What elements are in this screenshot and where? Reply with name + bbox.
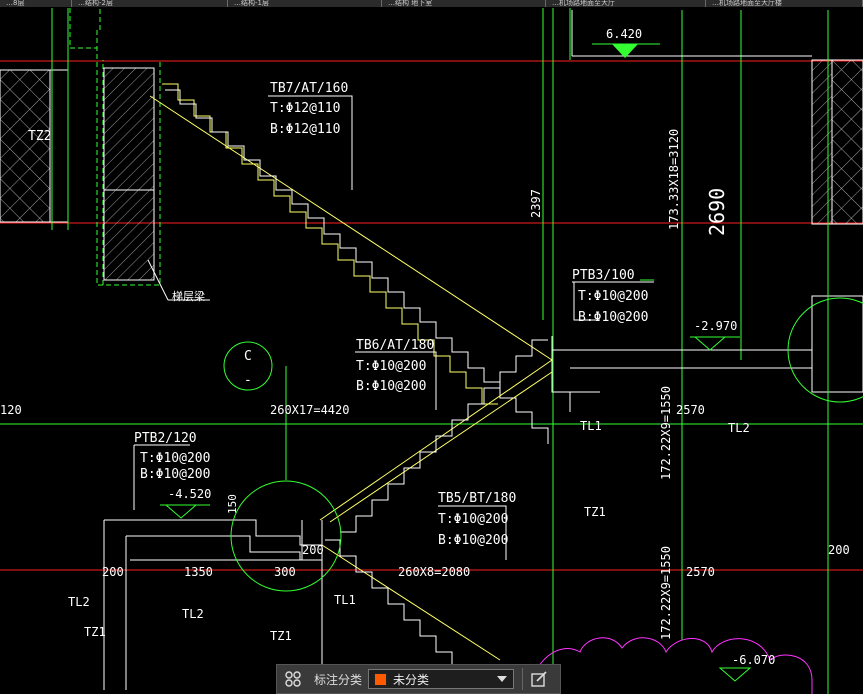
label-tz1-a: TZ1 bbox=[584, 505, 606, 519]
label-dim-3120: 173.33X18=3120 bbox=[667, 129, 681, 230]
stair-flight-tb7-steps bbox=[165, 89, 549, 444]
label-tb5-bot: B:Φ10@200 bbox=[438, 533, 508, 548]
label-tb7-top: T:Φ12@110 bbox=[270, 101, 340, 116]
label-elev-m2970: -2.970 bbox=[694, 319, 737, 333]
label-dim-1350: 1350 bbox=[184, 565, 213, 579]
label-dim-200a: 200 bbox=[102, 565, 124, 579]
tab-3[interactable]: …结构 地下室 bbox=[382, 0, 546, 7]
chevron-down-icon bbox=[497, 676, 508, 682]
label-elev-m4520: -4.520 bbox=[168, 487, 211, 501]
label-elev-top: 6.420 bbox=[606, 27, 642, 41]
label-tz2: TZ2 bbox=[28, 129, 51, 144]
vertical-guides bbox=[51, 8, 829, 694]
tab-4[interactable]: …机场路地面至大厅 bbox=[546, 0, 706, 7]
label-dim-200c: 200 bbox=[828, 543, 850, 557]
label-tl2-c: TL2 bbox=[182, 607, 204, 621]
stair-flight-tb5-steps bbox=[325, 539, 468, 669]
slab-lines bbox=[103, 10, 813, 690]
label-dim-4420: 260X17=4420 bbox=[270, 403, 349, 417]
label-dim-2080: 260X8=2080 bbox=[398, 565, 470, 579]
annotation-toolbar: 标注分类 未分类 bbox=[276, 664, 561, 694]
label-tiliang: 梯层梁 bbox=[172, 289, 205, 303]
toolbar-divider bbox=[522, 668, 524, 690]
label-dim-200b: 200 bbox=[302, 543, 324, 557]
label-ptb2: PTB2/120 bbox=[134, 431, 197, 446]
stair-flight-tb6-steps bbox=[340, 339, 548, 533]
left-wall-hatch bbox=[0, 59, 863, 393]
stair-flight-tb7 bbox=[149, 83, 553, 405]
column-outlines bbox=[69, 8, 161, 286]
label-tl2-a: TL2 bbox=[728, 421, 750, 435]
label-tl1-b: TL1 bbox=[334, 593, 356, 607]
tab-5[interactable]: …机场路地面至大厅楼 bbox=[706, 0, 863, 7]
label-tb6-top: T:Φ10@200 bbox=[356, 359, 426, 374]
label-tb5-top: T:Φ10@200 bbox=[438, 512, 508, 527]
label-ptb2-bot: B:Φ10@200 bbox=[140, 467, 210, 482]
annotation-category-select[interactable]: 未分类 bbox=[368, 669, 515, 689]
stair-flight-tb5 bbox=[321, 544, 501, 661]
elevation-markers bbox=[160, 43, 752, 682]
label-dim-120: 120 bbox=[0, 403, 22, 417]
label-ptb3-bot: B:Φ10@200 bbox=[578, 310, 648, 325]
label-tz1-b: TZ1 bbox=[84, 625, 106, 639]
label-dim-1550b: 172.22X9=1550 bbox=[659, 546, 673, 640]
label-tl2-b: TL2 bbox=[68, 595, 90, 609]
document-tab-bar: …8层 …结构-2层 …结构-1层 …结构 地下室 …机场路地面至大厅 …机场路… bbox=[0, 0, 863, 7]
label-circle-c: C bbox=[244, 349, 252, 364]
label-dim-2397: 2397 bbox=[529, 189, 543, 218]
label-dim-2570b: 2570 bbox=[686, 565, 715, 579]
label-ptb3-top: T:Φ10@200 bbox=[578, 289, 648, 304]
label-tb6-bot: B:Φ10@200 bbox=[356, 379, 426, 394]
annotation-category-value: 未分类 bbox=[393, 672, 430, 687]
label-ptb2-top: T:Φ10@200 bbox=[140, 451, 210, 466]
highlight-circles bbox=[223, 297, 863, 592]
label-dim-300: 300 bbox=[274, 565, 296, 579]
label-dim-2570a: 2570 bbox=[676, 403, 705, 417]
label-tl1-a: TL1 bbox=[580, 419, 602, 433]
label-dim-150: 150 bbox=[226, 494, 239, 514]
label-circle-dash: - bbox=[244, 373, 252, 388]
category-color-swatch bbox=[374, 672, 388, 686]
tab-0[interactable]: …8层 bbox=[0, 0, 72, 7]
label-tb7: TB7/AT/160 bbox=[270, 81, 348, 96]
grid-icon[interactable] bbox=[280, 666, 306, 692]
tab-2[interactable]: …结构-1层 bbox=[228, 0, 382, 7]
annotation-leaders bbox=[133, 95, 654, 560]
label-dim-2690: 2690 bbox=[705, 188, 729, 236]
tab-1[interactable]: …结构-2层 bbox=[72, 0, 228, 7]
label-elev-m6070: -6.070 bbox=[732, 653, 775, 667]
label-tb5: TB5/BT/180 bbox=[438, 491, 516, 506]
edit-icon[interactable] bbox=[526, 666, 552, 692]
label-ptb3: PTB3/100 bbox=[572, 268, 635, 283]
label-tb7-bot: B:Φ12@110 bbox=[270, 122, 340, 137]
label-tz1-c: TZ1 bbox=[270, 629, 292, 643]
revision-cloud bbox=[529, 637, 813, 694]
annotation-category-label: 标注分类 bbox=[314, 672, 363, 687]
label-dim-1550a: 172.22X9=1550 bbox=[659, 386, 673, 480]
label-tb6: TB6/AT/180 bbox=[356, 338, 434, 353]
